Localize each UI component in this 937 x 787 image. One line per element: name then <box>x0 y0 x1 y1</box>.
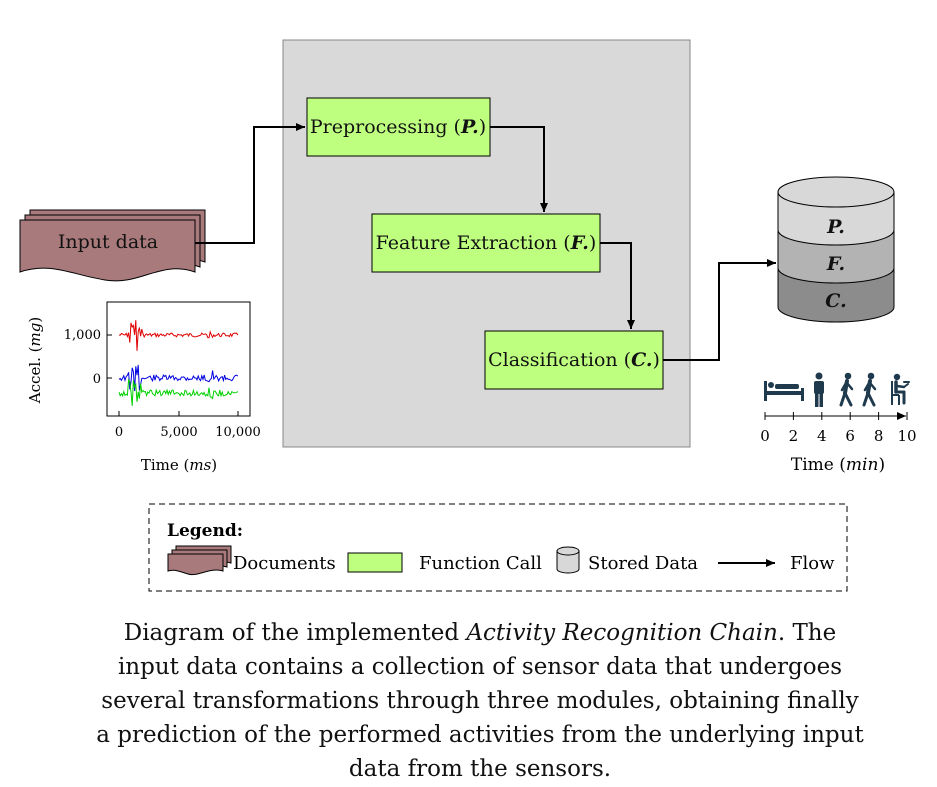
svg-text:Preprocessing (P.): Preprocessing (P.) <box>310 116 486 138</box>
timeline-tick-label: 10 <box>897 427 916 445</box>
figure-caption: Diagram of the implemented Activity Reco… <box>95 616 865 786</box>
module-name: Preprocessing <box>310 116 448 138</box>
sensor-plot: 1,000 0 0 5,000 10,000 Accel. (mg) Time … <box>26 301 261 474</box>
legend-flow-label: Flow <box>790 553 835 574</box>
activity-icons <box>764 372 910 407</box>
flow-arrow-preprocessing-to-feature <box>490 126 548 212</box>
timeline-xlabel: Time (min) <box>791 455 885 475</box>
series-green-line <box>118 378 239 406</box>
plot-xlabel: Time (ms) <box>141 456 217 474</box>
legend-function-call-label: Function Call <box>419 553 542 574</box>
input-document-stack: Input data <box>19 209 206 282</box>
caption-italic: Activity Recognition Chain <box>466 620 778 646</box>
plot-ytick-1000: 1,000 <box>64 328 101 343</box>
timeline-tick-label: 6 <box>845 427 855 445</box>
flow-arrow-classification-to-storage <box>663 259 776 361</box>
module-abbr: F. <box>570 232 589 254</box>
svg-text:Classification (C.): Classification (C.) <box>488 349 660 371</box>
caption-suffix: . The input data contains a collection o… <box>96 620 864 782</box>
timeline-tick-label: 2 <box>789 427 799 445</box>
timeline-tick-label: 4 <box>817 427 827 445</box>
legend-stored-data-swatch <box>556 546 580 574</box>
module-classification: Classification (C.) <box>484 330 664 390</box>
module-abbr: P. <box>460 116 479 138</box>
stored-data-cylinder: P. F. C. <box>777 176 895 323</box>
sitting-person-icon <box>891 373 910 405</box>
timeline-tick-label: 8 <box>874 427 884 445</box>
series-red-line <box>118 320 239 351</box>
legend-title: Legend: <box>167 521 243 541</box>
plot-ytick-0: 0 <box>93 372 101 387</box>
plot-xtick-0: 0 <box>115 425 123 440</box>
input-data-label: Input data <box>58 231 158 253</box>
storage-layer-f: F. <box>826 253 845 275</box>
module-preprocessing: Preprocessing (P.) <box>306 97 491 157</box>
flow-arrow-input-to-preprocessing <box>195 123 305 244</box>
module-feature-extraction: Feature Extraction (F.) <box>371 213 601 273</box>
svg-text:Feature Extraction (F.): Feature Extraction (F.) <box>376 232 597 254</box>
standing-person-icon <box>814 372 824 407</box>
walking-person-icon <box>839 372 854 407</box>
caption-prefix: Diagram of the implemented <box>123 620 467 646</box>
plot-xtick-10000: 10,000 <box>215 425 261 440</box>
legend-stored-data-label: Stored Data <box>588 553 698 574</box>
module-name: Classification <box>488 349 618 371</box>
module-name: Feature Extraction <box>376 232 558 254</box>
legend: Legend: Documents Function Call Stored D… <box>148 503 848 592</box>
series-blue-line <box>118 364 239 392</box>
plot-xtick-5000: 5,000 <box>160 425 197 440</box>
module-abbr: C. <box>631 349 652 371</box>
storage-layer-p: P. <box>826 216 845 238</box>
bed-icon <box>764 381 804 401</box>
legend-documents-label: Documents <box>233 553 336 574</box>
legend-documents-swatch <box>167 545 232 576</box>
legend-function-call-swatch <box>347 552 403 573</box>
timeline-tick-label: 0 <box>760 427 770 445</box>
walking-person-icon <box>862 372 877 407</box>
storage-layer-c: C. <box>825 290 846 312</box>
plot-ylabel: Accel. (mg) <box>26 317 44 404</box>
flow-arrow-feature-to-classification <box>600 242 635 329</box>
